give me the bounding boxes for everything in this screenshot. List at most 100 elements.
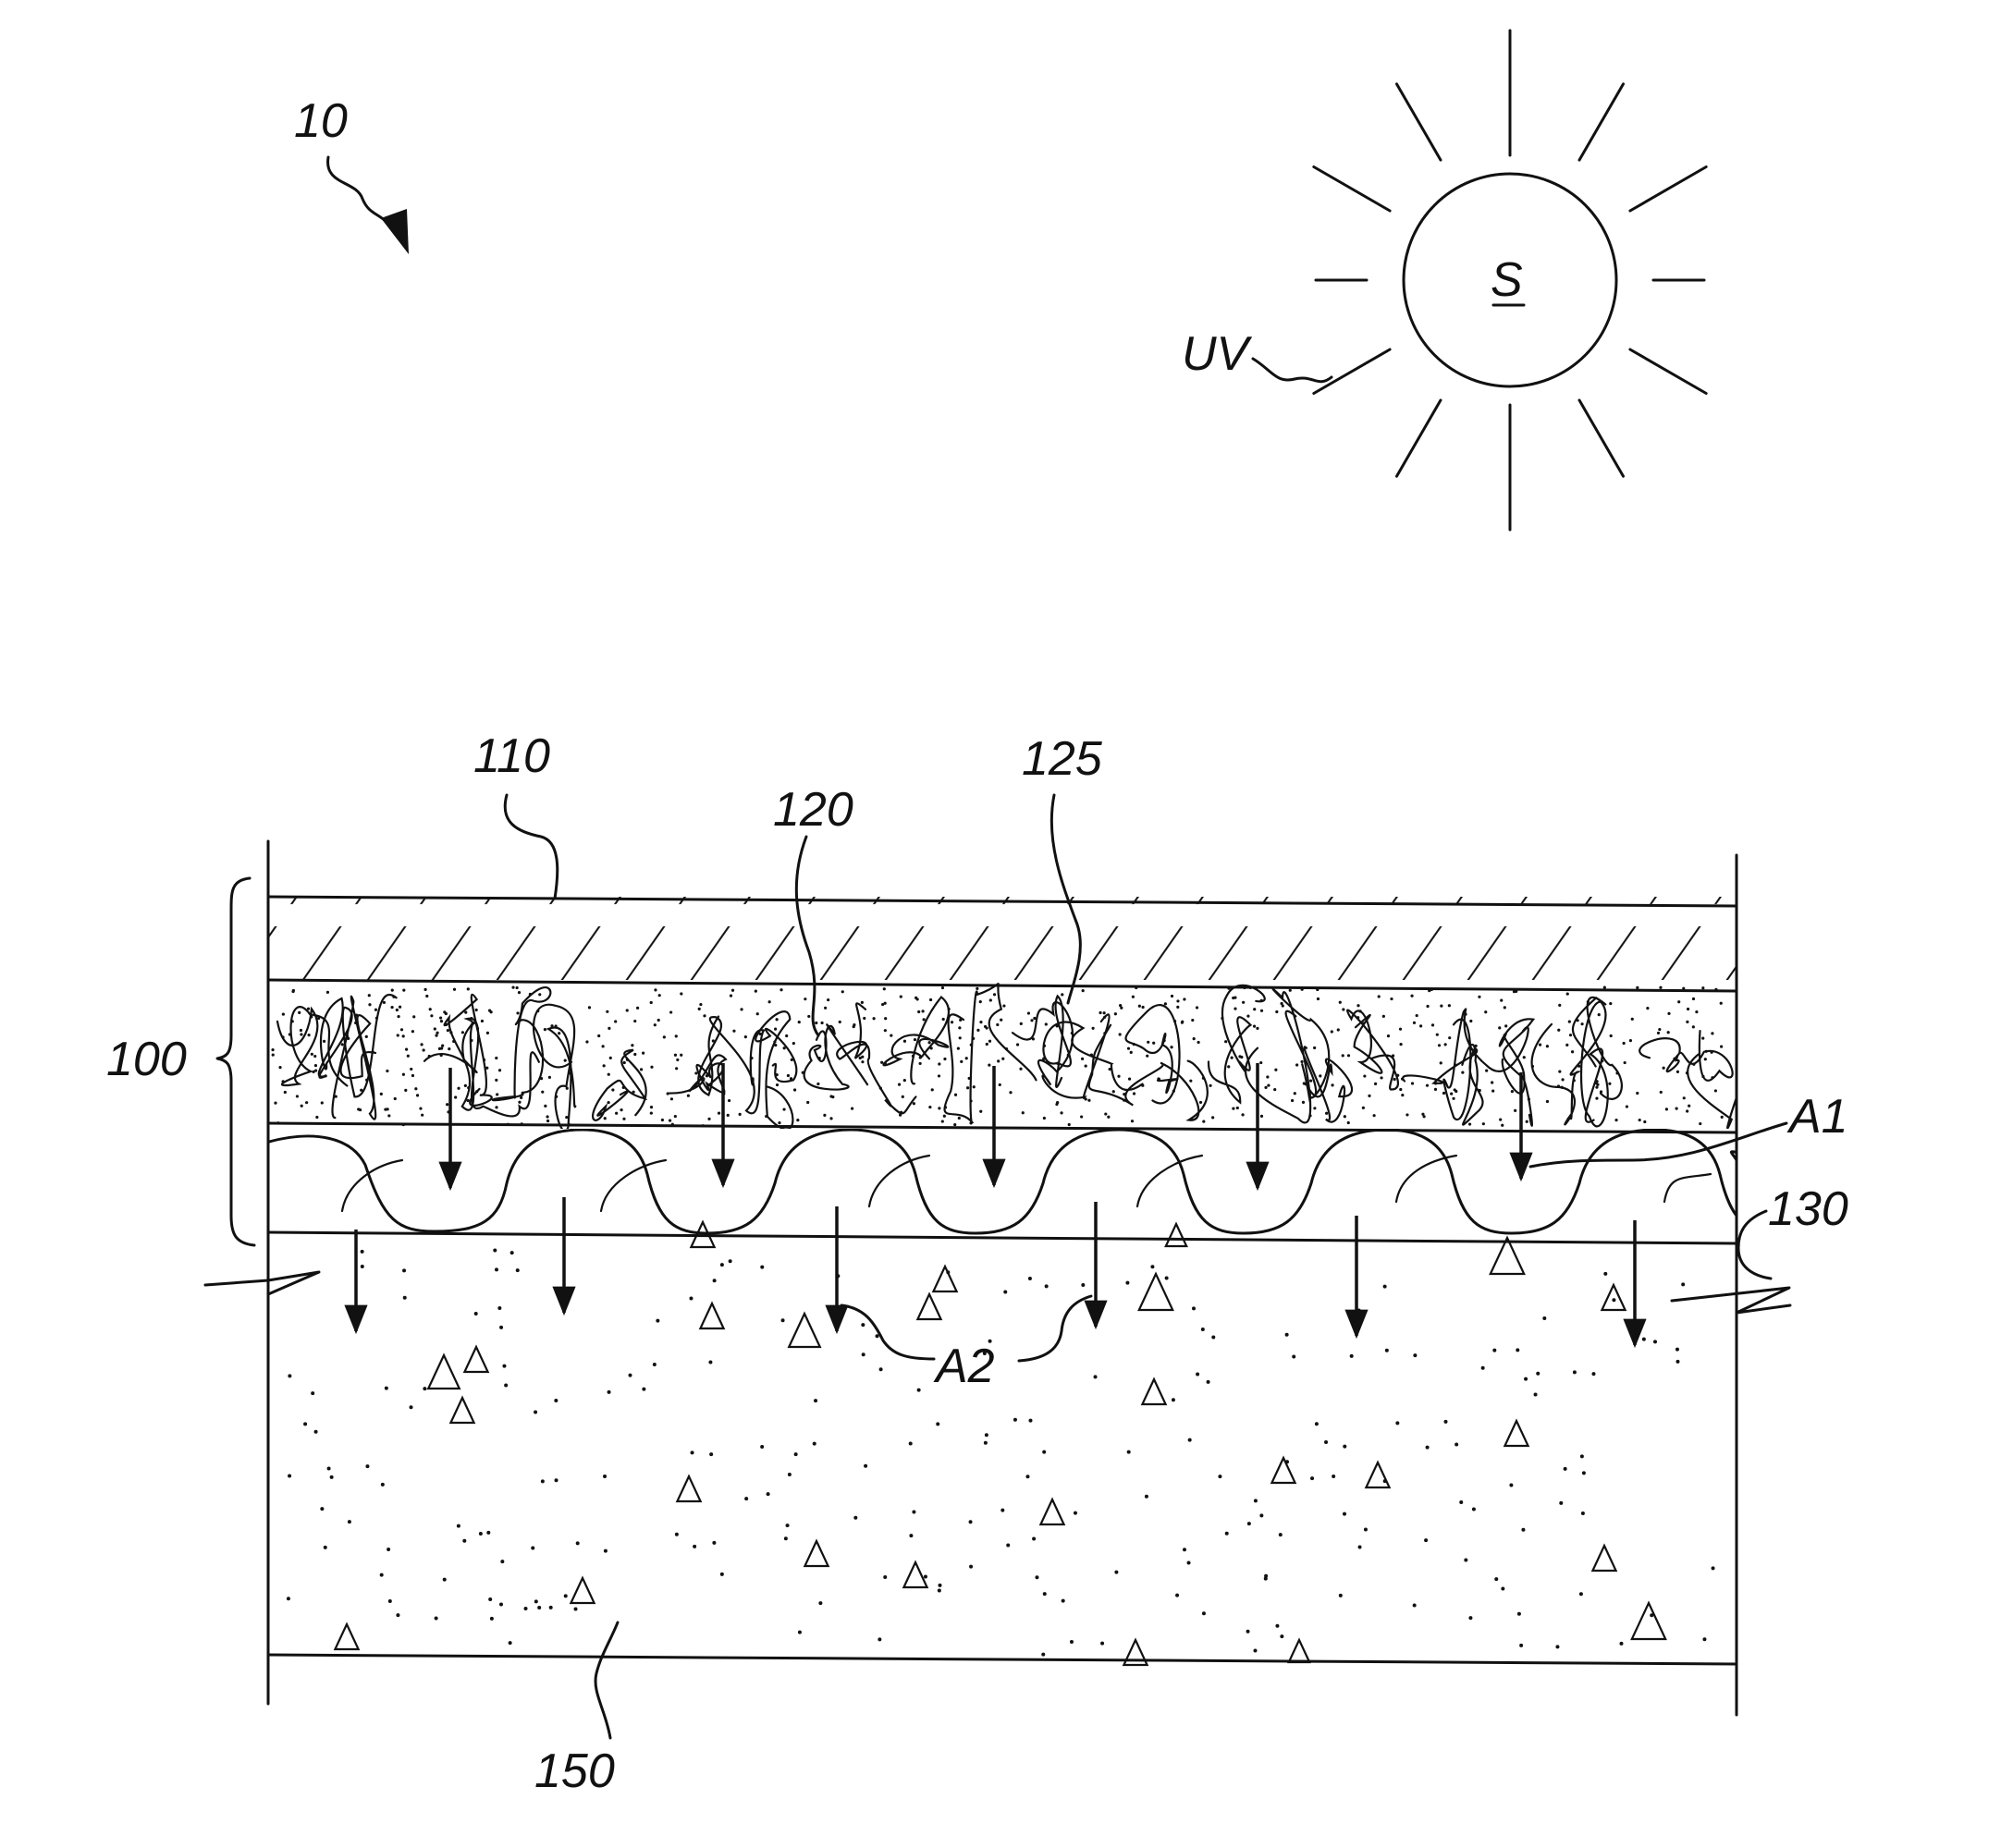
particle-dot xyxy=(1511,1090,1514,1093)
particle-dot xyxy=(272,1053,275,1056)
particle-dot xyxy=(1423,1115,1426,1118)
particle-dot xyxy=(1720,1045,1723,1047)
substrate-dot xyxy=(608,1390,611,1394)
particle-dot xyxy=(1060,1111,1062,1114)
particle-dot xyxy=(698,1008,701,1010)
particle-dot xyxy=(1347,1054,1350,1057)
particle-dot xyxy=(1211,1116,1214,1119)
substrate-dot xyxy=(1013,1418,1017,1422)
substrate-dot xyxy=(1681,1282,1685,1286)
particle-dot xyxy=(326,991,329,994)
substrate-dot xyxy=(564,1594,568,1597)
particle-dot xyxy=(410,1068,412,1071)
substrate-dot xyxy=(603,1475,607,1478)
aggregate-triangle xyxy=(917,1294,940,1319)
substrate-dot xyxy=(794,1452,798,1456)
particle-dot xyxy=(464,1084,467,1087)
substrate-dot xyxy=(1343,1512,1346,1516)
particle-dot xyxy=(296,1095,299,1097)
particle-dot xyxy=(511,986,514,989)
substrate-dot xyxy=(784,1536,788,1540)
particle-dot xyxy=(1342,1008,1344,1010)
particle-dot xyxy=(1546,1045,1549,1047)
particle-dot xyxy=(919,1062,922,1065)
substrate-dot xyxy=(1464,1559,1467,1562)
particle-dot xyxy=(999,1083,1001,1086)
substrate-dot xyxy=(1280,1634,1283,1638)
particle-dot xyxy=(321,1101,324,1104)
particle-dot xyxy=(498,1069,501,1071)
particle-dot xyxy=(1027,1011,1030,1014)
particle-dot xyxy=(615,1112,618,1115)
particle-dot xyxy=(311,1053,313,1056)
substrate-dot xyxy=(744,1497,748,1500)
particle-dot xyxy=(1130,1051,1133,1054)
substrate-dot xyxy=(435,1616,438,1620)
particle-dot xyxy=(544,1105,546,1108)
top-layer-bottom-line xyxy=(268,980,1737,991)
particle-dot xyxy=(1504,1024,1507,1027)
particle-dot xyxy=(1196,1006,1198,1009)
figure-reference: 10 xyxy=(294,94,409,254)
substrate-dot xyxy=(1455,1442,1458,1446)
particle-dot xyxy=(1580,1022,1583,1025)
particle-dot xyxy=(1331,1030,1333,1033)
substrate-dot xyxy=(361,1265,364,1268)
substrate-bottom-line xyxy=(268,1655,1737,1664)
substrate-dot xyxy=(1225,1532,1229,1536)
particle-dot xyxy=(603,1064,606,1067)
particle-dot xyxy=(434,1027,436,1030)
particle-dot xyxy=(1382,1015,1385,1018)
substrate-dot xyxy=(1559,1501,1563,1505)
particle-dot xyxy=(1043,1117,1046,1120)
aggregate-triangle xyxy=(1142,1379,1165,1404)
substrate-dot xyxy=(1094,1375,1098,1378)
particle-dot xyxy=(631,1044,633,1046)
particle-dot xyxy=(1658,1028,1661,1031)
particle-dot xyxy=(1660,1091,1663,1094)
fiber-loop xyxy=(1089,1025,1208,1120)
particle-dot xyxy=(1448,1036,1451,1039)
particle-dot xyxy=(1430,988,1433,991)
particle-dot xyxy=(301,1105,303,1108)
aggregate-triangle xyxy=(335,1624,358,1649)
substrate-dot xyxy=(629,1374,632,1377)
particle-dot xyxy=(756,1012,759,1015)
substrate-dot xyxy=(500,1560,504,1563)
aggregate-triangle xyxy=(1366,1462,1389,1487)
particle-dot xyxy=(1426,1084,1429,1087)
particle-dot xyxy=(989,998,992,1001)
substrate-dot xyxy=(653,1363,657,1366)
substrate-dot xyxy=(1521,1528,1525,1532)
particle-dot xyxy=(744,1035,747,1038)
particle-dot xyxy=(957,1047,960,1050)
substrate-dot xyxy=(1207,1380,1210,1384)
particle-dot xyxy=(374,1009,377,1011)
particle-dot xyxy=(1720,1002,1723,1005)
particle-dot xyxy=(1087,1099,1090,1102)
particle-dot xyxy=(1436,1034,1439,1036)
particle-dot xyxy=(928,1106,931,1108)
fiber-loop xyxy=(332,997,375,1120)
substrate-dot xyxy=(813,1442,816,1446)
substrate-dot xyxy=(423,1387,426,1390)
particle-dot xyxy=(368,994,371,997)
substrate-dot xyxy=(361,1250,364,1254)
substrate-dot xyxy=(516,1268,520,1272)
particle-dot xyxy=(609,1057,612,1059)
label-a2: A2 xyxy=(933,1340,995,1393)
substrate-dot xyxy=(479,1532,483,1536)
substrate-dot xyxy=(1310,1476,1314,1480)
particle-dot xyxy=(1020,1022,1023,1025)
particle-dot xyxy=(988,1064,990,1067)
particle-dot xyxy=(1686,1109,1688,1112)
particle-dot xyxy=(1339,1001,1342,1004)
particle-dot xyxy=(979,1000,982,1003)
substrate-dot xyxy=(443,1578,447,1582)
particle-dot xyxy=(611,1088,614,1091)
particle-dot xyxy=(787,1074,790,1077)
particle-dot xyxy=(938,1107,940,1109)
particle-dot xyxy=(1431,1023,1434,1026)
particle-dot xyxy=(300,1029,302,1032)
